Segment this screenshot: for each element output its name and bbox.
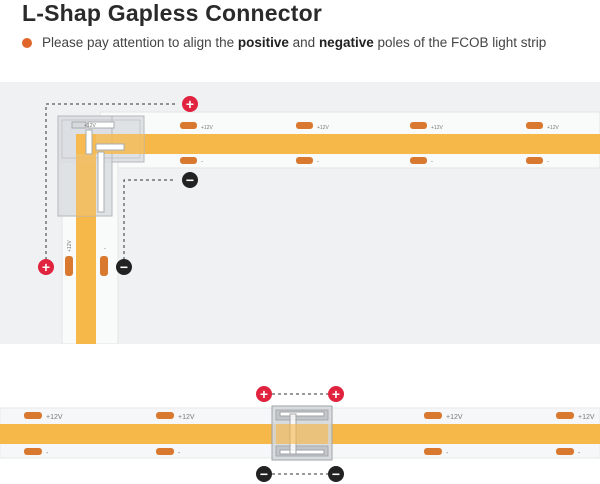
svg-text:+: + bbox=[332, 386, 340, 402]
pad-label: +12V bbox=[201, 125, 213, 131]
horizontal-strip-light bbox=[100, 134, 600, 154]
positive-marker-left: + bbox=[38, 259, 54, 275]
svg-text:−: − bbox=[332, 466, 340, 482]
positive-marker-right-bottom: + bbox=[328, 386, 344, 402]
l-connector-diagram: +12V +12V +12V +12V - - - - +12V - bbox=[38, 96, 600, 345]
positive-marker-left-bottom: + bbox=[256, 386, 272, 402]
l-connector-body: +12V bbox=[57, 115, 145, 217]
svg-text:+: + bbox=[42, 259, 50, 275]
horizontal-pads-positive: +12V +12V +12V +12V bbox=[180, 122, 559, 131]
straight-pads-negative: - - - - bbox=[24, 448, 581, 457]
straight-connector-diagram: +12V +12V +12V +12V - - - - bbox=[0, 386, 600, 482]
negative-marker-left-bottom: − bbox=[256, 466, 272, 482]
horizontal-pads-negative: - - - - bbox=[180, 157, 549, 165]
straight-connector-body bbox=[271, 405, 333, 461]
negative-marker-top: − bbox=[182, 172, 198, 188]
pad-label: - bbox=[317, 159, 319, 165]
pad-label: +12V bbox=[578, 414, 595, 421]
pad-label: - bbox=[201, 159, 203, 165]
pad-label: - bbox=[104, 246, 106, 252]
positive-marker-top: + bbox=[182, 96, 198, 112]
pad-label: +12V bbox=[46, 414, 63, 421]
pad-label: - bbox=[446, 450, 449, 457]
pad-label: +12V bbox=[178, 414, 195, 421]
negative-marker-left: − bbox=[116, 259, 132, 275]
negative-word: negative bbox=[318, 35, 374, 50]
straight-connector-illustration: +12V +12V +12V +12V - - - - bbox=[0, 378, 600, 484]
svg-text:−: − bbox=[186, 172, 194, 188]
pad-label: +12V bbox=[317, 125, 329, 131]
pad-label: - bbox=[178, 450, 181, 457]
svg-text:+: + bbox=[260, 386, 268, 402]
pad-label: +12V bbox=[547, 125, 559, 131]
page-title: L-Shap Gapless Connector bbox=[22, 0, 323, 26]
l-connector-illustration: +12V +12V +12V +12V - - - - +12V - bbox=[0, 82, 600, 345]
pad-label: - bbox=[547, 159, 549, 165]
svg-text:−: − bbox=[120, 259, 128, 275]
negative-marker-right-bottom: − bbox=[328, 466, 344, 482]
instruction-note: Please pay attention to align the positi… bbox=[22, 34, 582, 52]
vertical-pads: +12V - bbox=[65, 240, 108, 276]
bullet-icon bbox=[22, 38, 32, 48]
svg-text:+: + bbox=[186, 96, 194, 112]
pad-label: - bbox=[46, 450, 49, 457]
connector-label: +12V bbox=[84, 123, 96, 129]
straight-pads-positive: +12V +12V +12V +12V bbox=[24, 412, 595, 421]
positive-word: positive bbox=[237, 35, 289, 50]
polarity-guides bbox=[45, 103, 176, 266]
pad-label: +12V bbox=[431, 125, 443, 131]
pad-label: - bbox=[578, 450, 581, 457]
instruction-text: Please pay attention to align the positi… bbox=[42, 35, 547, 50]
pad-label: +12V bbox=[446, 414, 463, 421]
pad-label: - bbox=[431, 159, 433, 165]
svg-text:−: − bbox=[260, 466, 268, 482]
pad-label: +12V bbox=[67, 240, 73, 252]
